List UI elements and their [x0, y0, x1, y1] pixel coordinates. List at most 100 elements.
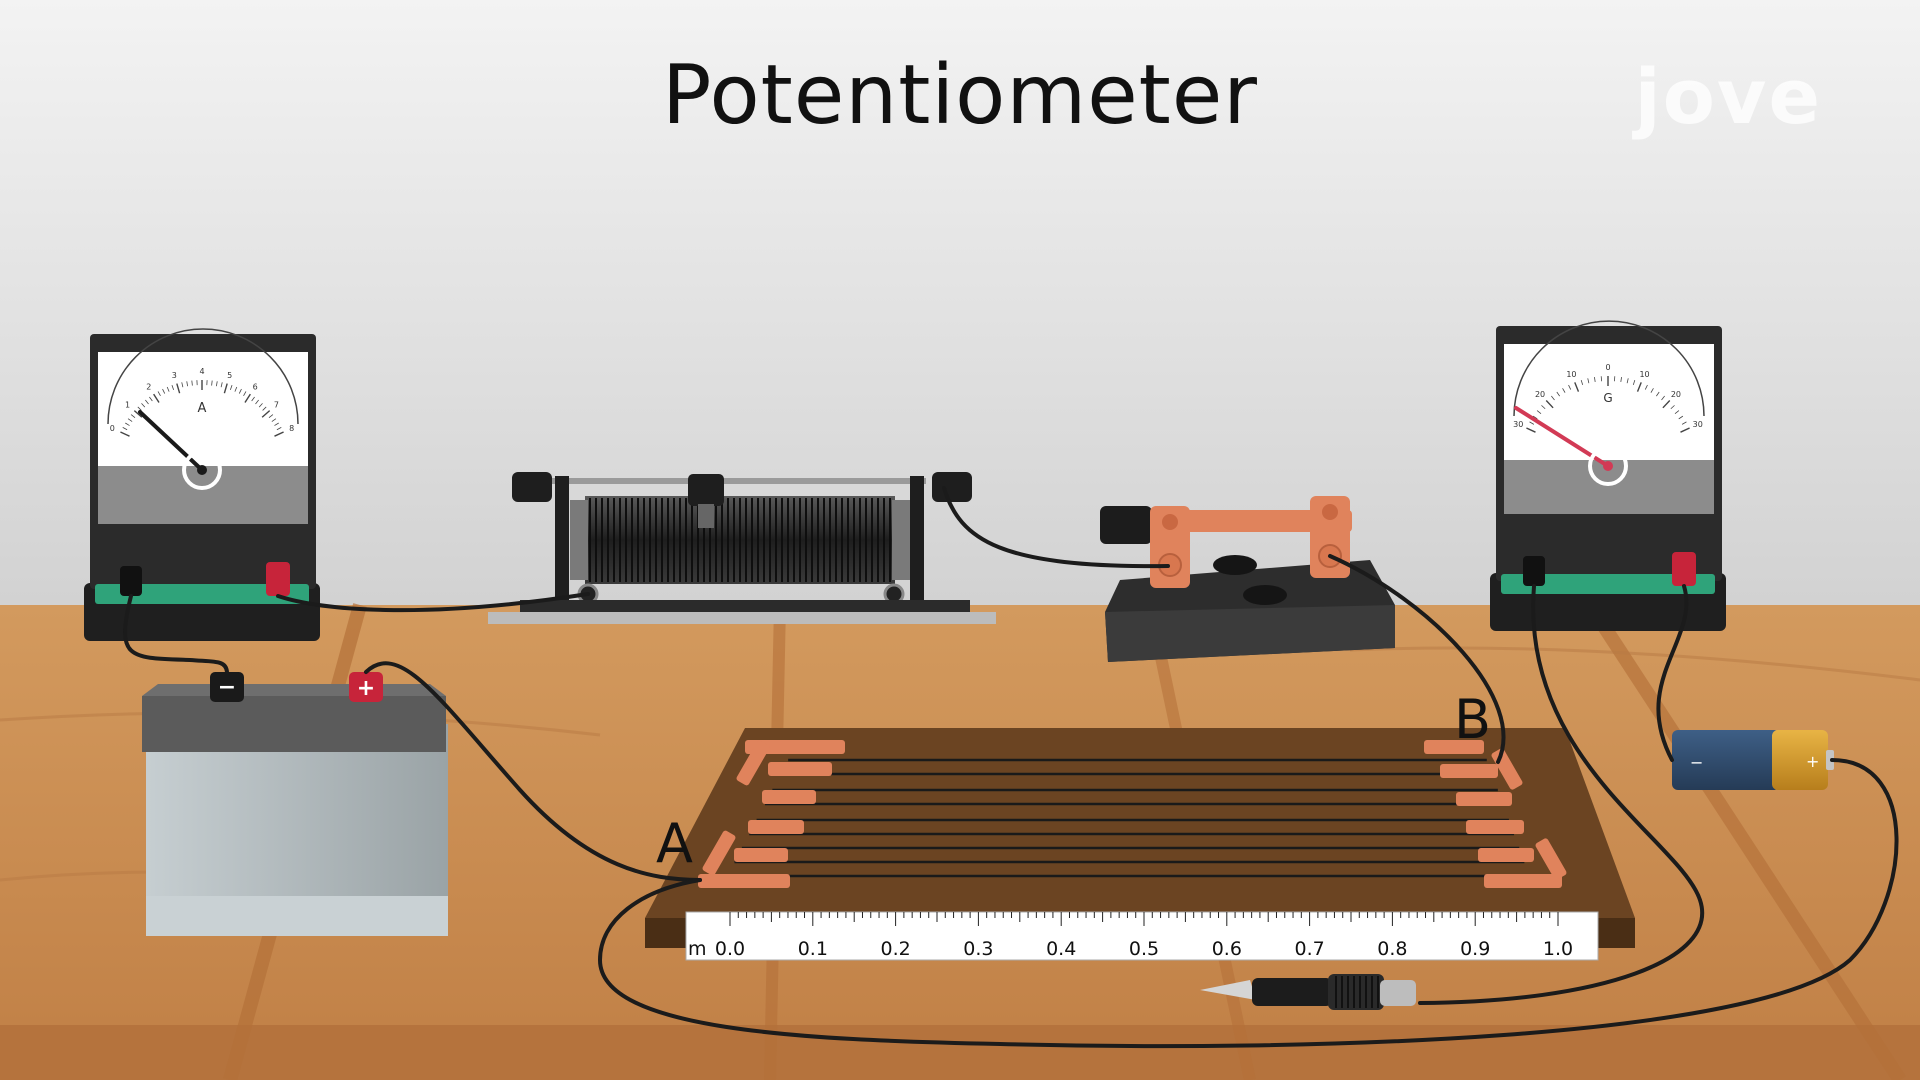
galvanometer-scale-label: 10	[1566, 370, 1576, 379]
galvanometer-tick	[1541, 405, 1546, 410]
ammeter-tick	[243, 391, 247, 397]
ammeter-tick	[191, 380, 193, 386]
galvanometer-tick	[1568, 384, 1572, 390]
ammeter-scale-label: 5	[227, 371, 232, 380]
ammeter-tick	[120, 431, 130, 437]
point-b-label: B	[1454, 688, 1491, 751]
ammeter-tick	[122, 427, 128, 431]
galvanometer-tick	[1574, 382, 1580, 392]
galvanometer-scale-label: 10	[1639, 370, 1649, 379]
ammeter-tick	[149, 396, 153, 402]
meter-stick-tick-label: 0.5	[1129, 938, 1159, 960]
ammeter-tick	[127, 418, 133, 422]
galvanometer-tick	[1662, 400, 1671, 409]
ammeter-tick	[255, 399, 259, 405]
page-title: Potentiometer	[661, 48, 1258, 143]
ammeter-tick	[171, 385, 175, 391]
galvanometer-tick	[1587, 378, 1590, 384]
ammeter-tick	[261, 410, 271, 418]
ammeter-tick	[234, 386, 238, 392]
galvanometer-tick	[1656, 391, 1660, 397]
connecting-wires	[123, 486, 1899, 1049]
galvanometer-tick	[1532, 415, 1538, 420]
point-a-label: A	[656, 812, 693, 875]
meter-stick-tick-label: 0.2	[880, 938, 910, 960]
resistance-wires	[727, 758, 1530, 878]
ammeter-tick	[223, 383, 228, 394]
ammeter-tick	[166, 386, 170, 392]
galvanometer-scale-label: 30	[1513, 420, 1523, 429]
battery: − +	[142, 672, 448, 936]
galvanometer-tick	[1670, 405, 1675, 410]
meter-stick-unit: m	[688, 938, 707, 960]
meter-stick-tick-label: 0.1	[798, 938, 828, 960]
galvanometer-tick	[1681, 421, 1687, 425]
meter-stick-tick-label: 0.9	[1460, 938, 1490, 960]
battery-positive-terminal: +	[349, 672, 383, 702]
galvanometer-tick	[1545, 400, 1554, 409]
galvanometer-tick	[1556, 391, 1560, 397]
galvanometer-tick	[1529, 421, 1535, 425]
galvanometer-tick	[1674, 410, 1680, 414]
ammeter-tick	[141, 403, 146, 408]
ammeter-tick	[274, 431, 284, 437]
meter-stick-tick-label: 0.0	[715, 938, 745, 960]
ammeter-tick	[262, 406, 267, 411]
ammeter-face-letter: A	[198, 401, 207, 416]
galvanometer-scale-label: 30	[1693, 420, 1703, 429]
ammeter-tick	[133, 410, 143, 418]
galvanometer-scale-label: 20	[1671, 390, 1681, 399]
galvanometer-tick	[1620, 376, 1622, 383]
meter-stick-tick-label: 0.8	[1377, 938, 1407, 960]
ammeter-positive-terminal	[266, 562, 290, 596]
galvanometer-scale-label: 0	[1605, 363, 1610, 372]
switch-blade	[1150, 510, 1352, 532]
key-switch	[1100, 496, 1395, 662]
ammeter-strip	[95, 584, 309, 604]
cell: − +	[1672, 730, 1834, 790]
battery-negative-terminal: −	[210, 672, 244, 702]
jockey	[1200, 974, 1416, 1010]
galvanometer-strip	[1501, 574, 1715, 594]
ammeter-tick	[216, 381, 218, 387]
ammeter-tick	[162, 388, 166, 394]
galvanometer-tick	[1626, 378, 1629, 384]
meter-stick-tick-label: 1.0	[1543, 938, 1573, 960]
ammeter-tick	[181, 382, 184, 388]
galvanometer-face-letter: G	[1603, 391, 1612, 405]
rheostat-slider	[688, 474, 724, 506]
copper-strips-right	[1424, 740, 1567, 888]
ammeter-tick	[145, 399, 149, 405]
switch-handle	[1100, 506, 1152, 544]
ammeter-tick	[137, 406, 142, 411]
brand-logo: jove	[1634, 52, 1822, 141]
ammeter-negative-terminal	[120, 566, 142, 596]
galvanometer-tick	[1526, 427, 1536, 433]
svg-text:−: −	[218, 675, 236, 700]
ammeter-scale-label: 0	[110, 424, 115, 433]
rheostat	[488, 472, 996, 624]
meter-stick-tick-label: 0.3	[963, 938, 993, 960]
galvanometer-tick	[1594, 376, 1596, 383]
copper-strips-left	[698, 740, 845, 888]
galvanometer-tick	[1562, 388, 1566, 393]
galvanometer-tick	[1661, 395, 1665, 401]
galvanometer-tick	[1536, 410, 1542, 414]
galvanometer-tick	[1644, 384, 1648, 390]
galvanometer-tick	[1580, 379, 1584, 385]
ammeter-tick	[130, 414, 136, 418]
galvanometer-scale-label: 20	[1535, 390, 1545, 399]
ammeter-tick	[186, 381, 188, 387]
ammeter-scale-label: 3	[172, 371, 177, 380]
ammeter-tick	[274, 422, 279, 426]
galvanometer-tick	[1650, 388, 1654, 393]
ammeter-scale-label: 7	[274, 401, 279, 410]
ammeter-tick	[268, 414, 274, 418]
ammeter-tick	[238, 388, 242, 394]
galvanometer-tick	[1636, 382, 1642, 392]
meter-stick-tick-label: 0.7	[1294, 938, 1324, 960]
ammeter-tick	[125, 422, 130, 426]
cell-positive-label: +	[1806, 752, 1819, 771]
